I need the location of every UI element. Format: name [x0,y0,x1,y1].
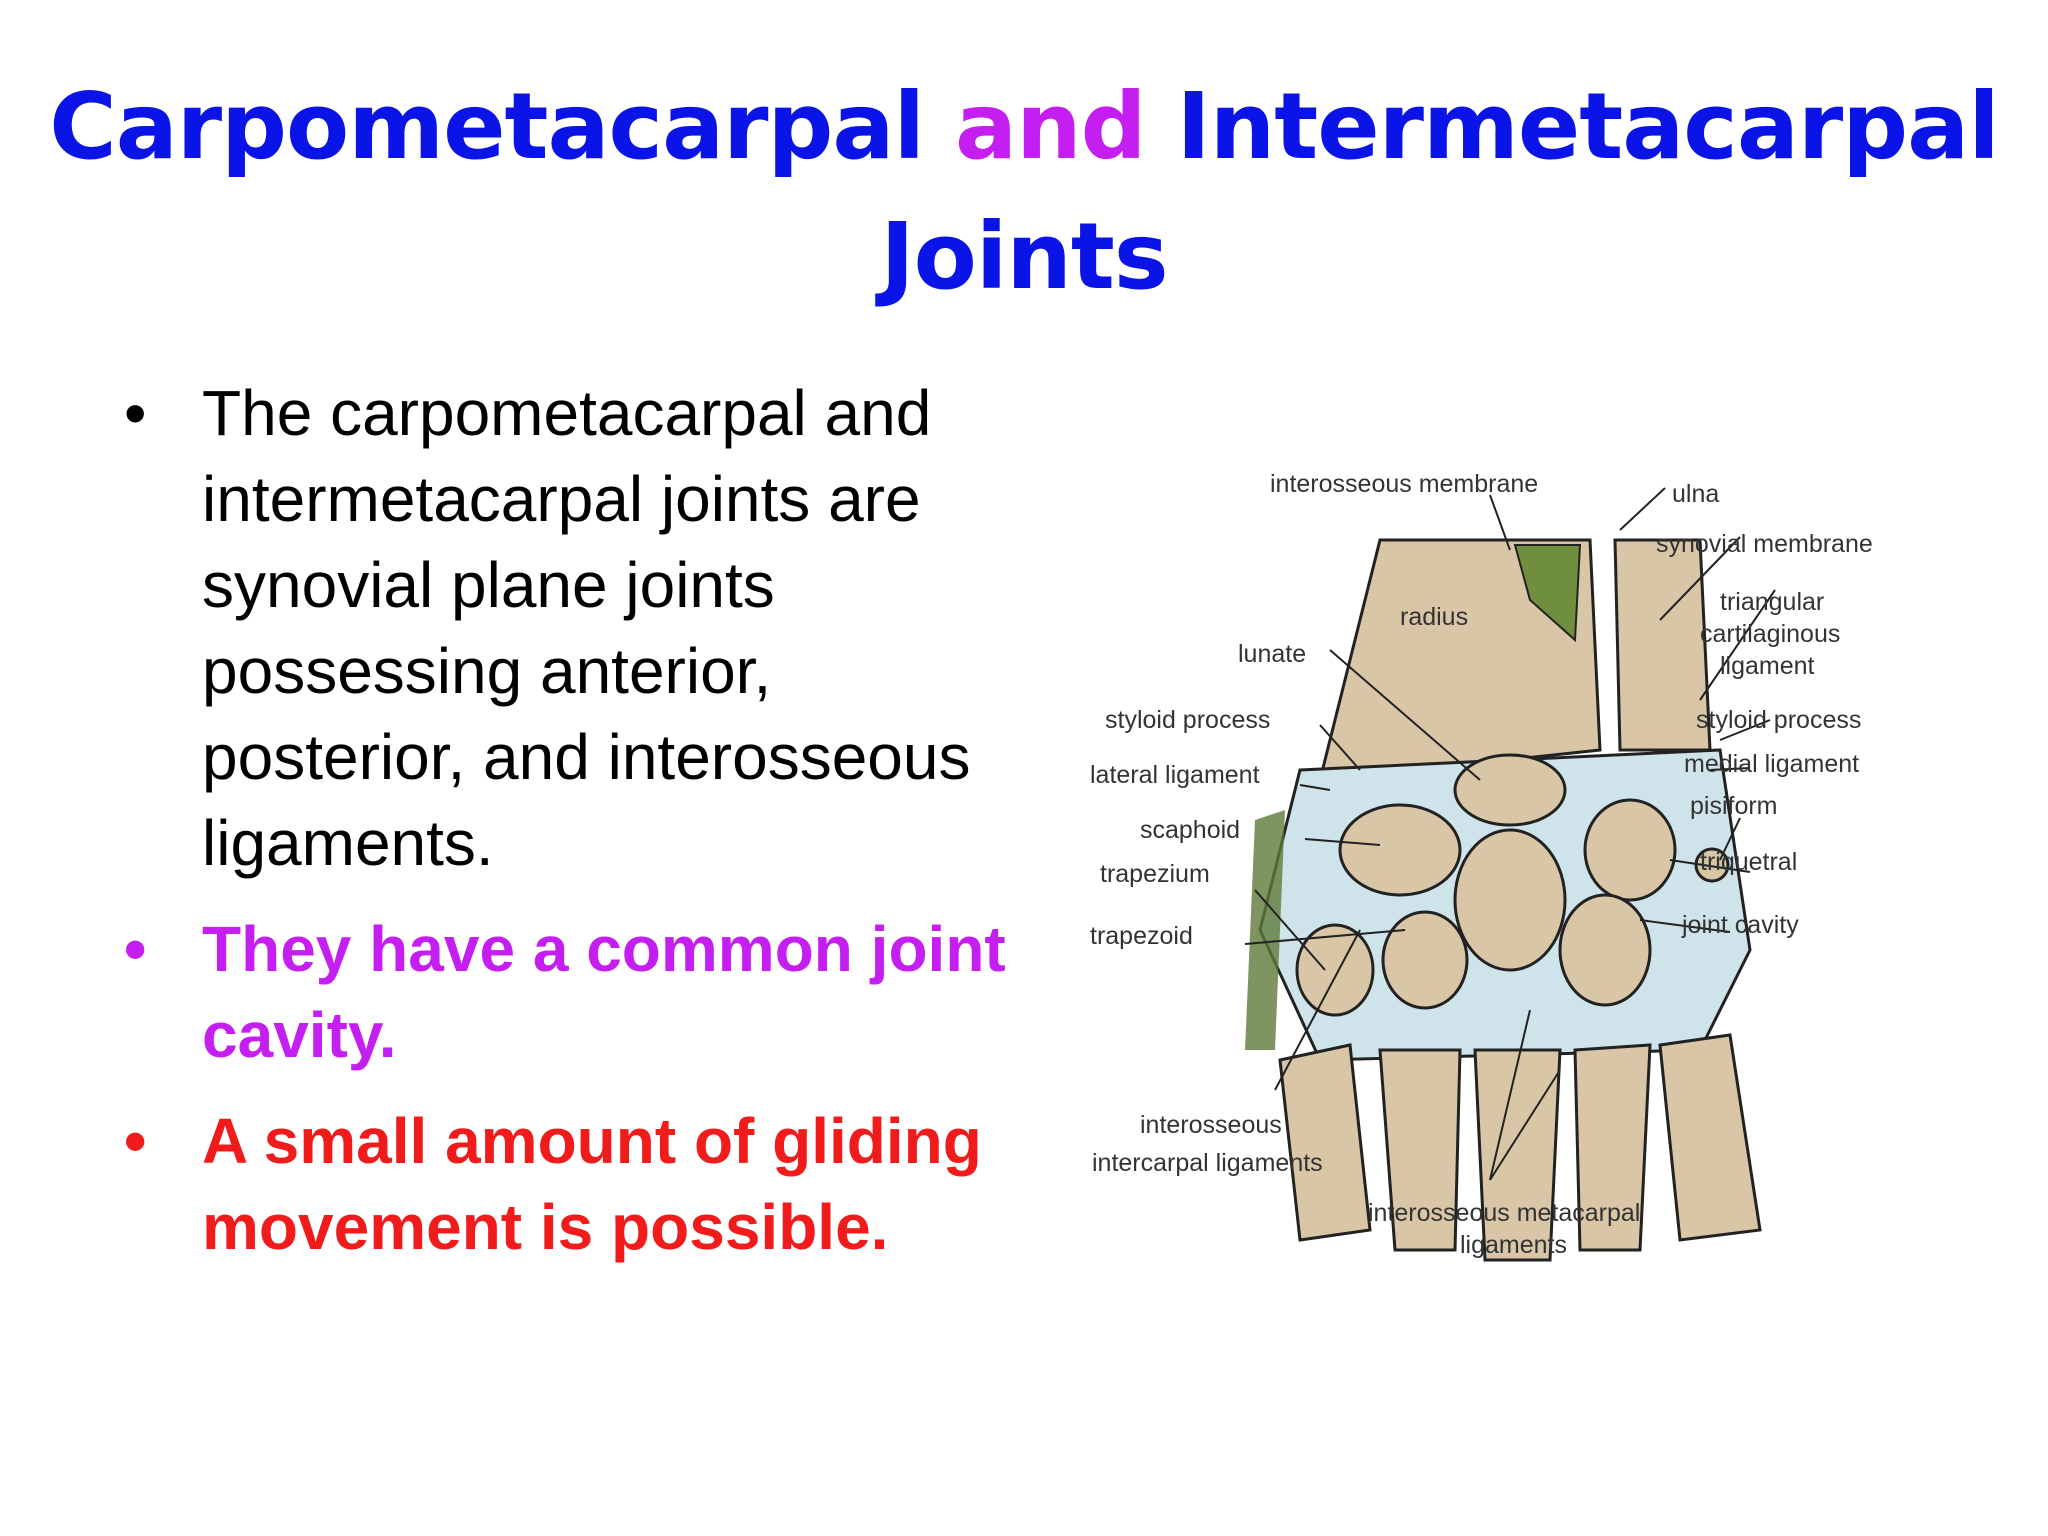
label-lunate: lunate [1238,640,1306,668]
title-line-2: Joints [880,203,1168,310]
label-ulna: ulna [1672,480,1719,508]
hamate-bone [1558,893,1652,1007]
capitate-bone [1453,828,1567,972]
metacarpal-5 [1658,1033,1762,1242]
label-triangular-3: ligament [1720,652,1815,680]
bullet-item: • A small amount of gliding movement is … [120,1098,1020,1270]
label-joint-cavity: joint cavity [1681,911,1799,939]
label-trapezium: trapezium [1100,860,1210,888]
label-triangular-1: triangular [1720,588,1824,616]
metacarpal-2 [1378,1048,1462,1252]
wrist-joint-diagram: interosseous membrane ulna synovial memb… [1060,450,1920,1280]
label-triquetral: triquetral [1700,848,1797,876]
bullet-list: • The carpometacarpal and intermetacarpa… [120,370,1020,1290]
label-interosseous-metacarpal-2: ligaments [1460,1231,1567,1259]
title-word-and: and [955,73,1146,180]
slide-title: Carpometacarpal and Intermetacarpal Join… [0,62,2048,322]
label-styloid-process-left: styloid process [1105,706,1270,734]
label-interosseous-intercarpal-2: intercarpal ligaments [1092,1149,1323,1177]
wrist-diagram-svg: interosseous membrane ulna synovial memb… [1090,470,1873,1262]
label-interosseous-intercarpal-1: interosseous [1140,1111,1282,1139]
leader-lines [1244,487,1776,1181]
label-medial-ligament: medial ligament [1684,750,1859,778]
label-interosseous-membrane: interosseous membrane [1270,470,1538,498]
lateral-ligament-band [1245,810,1285,1050]
trapezium-bone [1295,923,1375,1017]
bullet-item: • The carpometacarpal and intermetacarpa… [120,370,1020,886]
trapezoid-bone [1381,910,1469,1010]
scaphoid-bone [1338,803,1462,897]
label-scaphoid: scaphoid [1140,816,1240,844]
bullet-dot: • [124,1105,147,1177]
label-pisiform: pisiform [1690,792,1778,820]
bullet-dot: • [124,377,147,449]
metacarpal-3 [1473,1048,1562,1262]
label-lateral-ligament: lateral ligament [1090,761,1260,789]
triquetral-bone [1583,798,1677,902]
bullet-text: The carpometacarpal and intermetacarpal … [202,377,971,879]
bullet-item: • They have a common joint cavity. [120,906,1020,1078]
label-styloid-process-right: styloid process [1696,706,1861,734]
title-word-intermetacarpal: Intermetacarpal [1176,73,2000,180]
title-word-carpometacarpal: Carpometacarpal [49,73,925,180]
interosseous-membrane-shape [1513,544,1582,643]
label-synovial-membrane: synovial membrane [1656,530,1873,558]
bullet-text: A small amount of gliding movement is po… [202,1105,982,1263]
label-radius: radius [1400,603,1468,631]
label-trapezoid: trapezoid [1090,922,1193,950]
metacarpal-1 [1278,1043,1372,1242]
lunate-bone [1453,753,1567,827]
metacarpal-4 [1573,1043,1652,1252]
label-interosseous-metacarpal-1: interosseous metacarpal [1368,1199,1640,1227]
bullet-dot: • [124,913,147,985]
pisiform-bone [1694,847,1730,883]
bullet-text: They have a common joint cavity. [202,913,1006,1071]
label-triangular-2: cartilaginous [1700,620,1840,648]
title-line-1: Carpometacarpal and Intermetacarpal [0,62,2048,192]
